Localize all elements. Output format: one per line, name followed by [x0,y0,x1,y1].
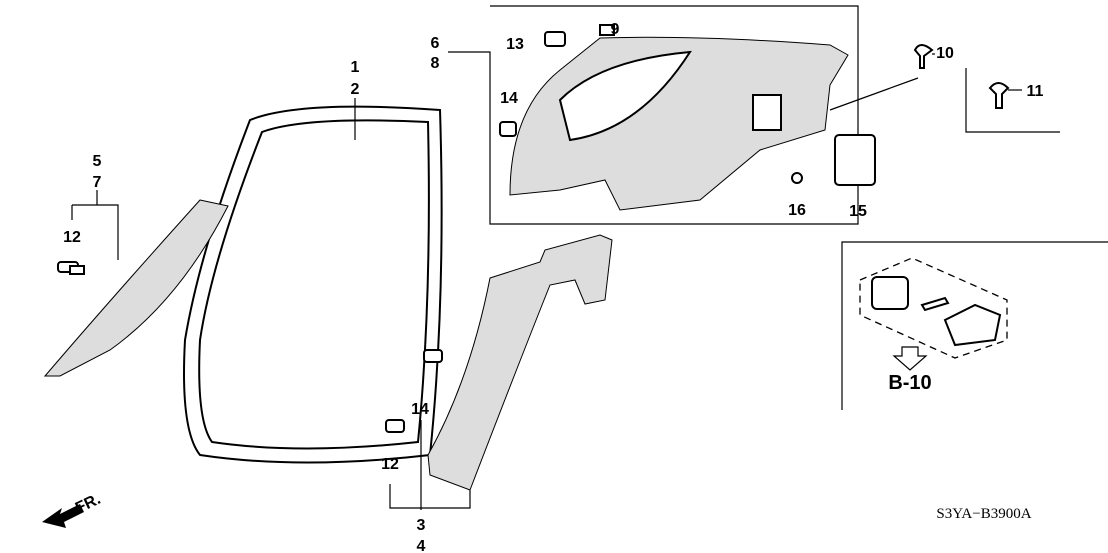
clip-10[interactable] [913,44,934,69]
lamp-socket[interactable] [943,303,1002,347]
clip-14-upper[interactable] [499,121,517,137]
front-pillar-garnish[interactable] [43,199,229,377]
down-arrow-icon [892,346,928,371]
callout-8[interactable]: 8 [431,55,440,72]
callout-6[interactable]: 6 [431,35,440,52]
lamp-lens[interactable] [871,276,909,310]
clip-9[interactable] [599,24,615,36]
reference-b10[interactable]: B-10 [888,372,931,394]
center-pillar-garnish[interactable] [427,234,613,491]
callout-10[interactable]: 10 [936,45,954,62]
diagram-code: S3YA−B3900A [936,506,1031,522]
callout-11[interactable]: 11 [1027,83,1044,100]
callout-1[interactable]: 1 [351,59,360,76]
front-label: FR. [73,491,104,517]
light-15[interactable] [834,134,876,186]
callout-15[interactable]: 15 [849,203,867,220]
clip-12[interactable] [57,261,85,275]
callout-14-lower[interactable]: 14 [411,401,429,418]
nut-16[interactable] [791,172,803,184]
callout-16[interactable]: 16 [788,202,806,219]
callout-14[interactable]: 14 [500,90,518,107]
clip-13[interactable] [544,31,566,47]
bulb[interactable] [920,296,950,312]
callout-12[interactable]: 12 [63,229,81,246]
callout-4[interactable]: 4 [417,538,426,553]
bracket-11 [965,68,1060,133]
callout-13[interactable]: 13 [506,36,524,53]
clip-14[interactable] [423,349,443,363]
group-box-6-8 [448,5,859,225]
callout-9[interactable]: 9 [611,21,620,38]
callout-7[interactable]: 7 [93,174,102,191]
callout-5[interactable]: 5 [93,153,102,170]
door-opening-weatherstrip[interactable] [183,105,443,464]
inset-box [841,241,1108,410]
callout-2[interactable]: 2 [351,81,360,98]
callout-3[interactable]: 3 [417,517,426,534]
clip-12-lower[interactable] [385,419,405,433]
callout-12-lower[interactable]: 12 [381,456,399,473]
clip-11[interactable] [988,82,1010,109]
front-arrow-icon [42,504,84,528]
